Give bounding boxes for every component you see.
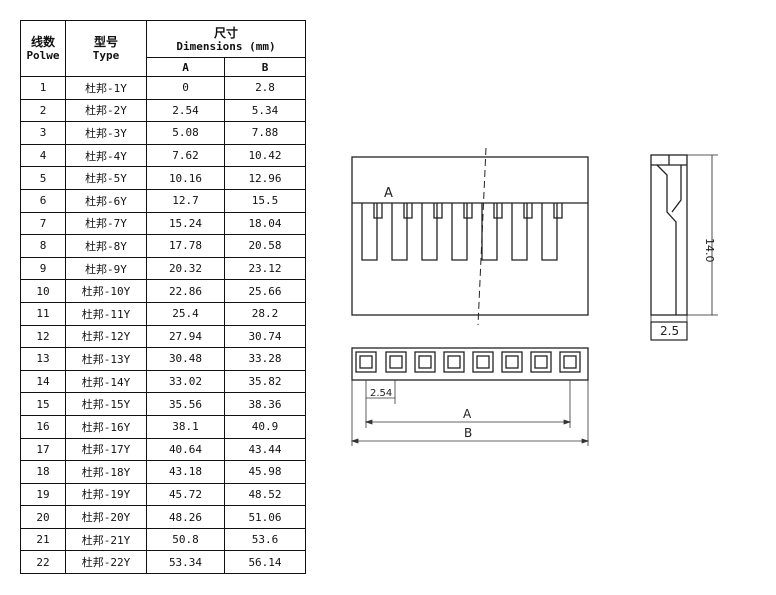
header-pin-count-en: Polwe bbox=[26, 49, 60, 62]
side-view: 14.0 2.5 bbox=[650, 154, 718, 341]
top-view-cavities bbox=[355, 351, 581, 373]
front-view: A bbox=[351, 147, 589, 326]
cell-pin-count: 11 bbox=[20, 301, 66, 326]
cell-dim-a: 45.72 bbox=[146, 482, 225, 507]
dim-b-label: B bbox=[464, 426, 472, 440]
cell-dim-a: 53.34 bbox=[146, 550, 225, 575]
cell-dim-b: 12.96 bbox=[224, 166, 306, 190]
cell-dim-b: 23.12 bbox=[224, 256, 306, 281]
cell-dim-a: 22.86 bbox=[146, 279, 225, 303]
cell-pin-count: 21 bbox=[20, 527, 66, 552]
cell-dim-b: 48.52 bbox=[224, 482, 306, 507]
header-col-a: A bbox=[146, 57, 225, 77]
cell-dim-b: 25.66 bbox=[224, 279, 306, 303]
dim-a-label: A bbox=[463, 407, 472, 421]
cell-type: 杜邦-20Y bbox=[65, 505, 147, 529]
cell-dim-a: 50.8 bbox=[146, 527, 225, 552]
cell-type: 杜邦-18Y bbox=[65, 460, 147, 484]
cell-dim-a: 48.26 bbox=[146, 505, 225, 529]
header-pin-count-cn: 线数 bbox=[30, 35, 55, 49]
cell-dim-a: 40.64 bbox=[146, 437, 225, 462]
dimension-table: 线数 Polwe 型号 Type 尺寸 Dimensions (mm) A B … bbox=[20, 20, 306, 575]
cell-dim-b: 40.9 bbox=[224, 414, 306, 439]
header-pin-count: 线数 Polwe bbox=[20, 20, 66, 77]
top-view-body bbox=[351, 347, 589, 381]
header-dimensions: 尺寸 Dimensions (mm) bbox=[146, 20, 306, 58]
cell-type: 杜邦-5Y bbox=[65, 166, 147, 190]
cell-dim-b: 35.82 bbox=[224, 369, 306, 394]
cell-pin-count: 10 bbox=[20, 279, 66, 303]
side-view-contact-profile bbox=[656, 164, 677, 315]
side-width-label: 2.5 bbox=[660, 324, 679, 338]
cell-dim-b: 33.28 bbox=[224, 347, 306, 371]
cell-type: 杜邦-22Y bbox=[65, 550, 147, 575]
front-view-contact-slots bbox=[361, 203, 563, 261]
cell-dim-b: 10.42 bbox=[224, 143, 306, 168]
front-view-body bbox=[351, 156, 589, 316]
cell-dim-b: 2.8 bbox=[224, 76, 306, 100]
cell-dim-b: 56.14 bbox=[224, 550, 306, 575]
cell-type: 杜邦-19Y bbox=[65, 482, 147, 507]
cell-type: 杜邦-17Y bbox=[65, 437, 147, 462]
top-view bbox=[351, 347, 589, 381]
cell-type: 杜邦-3Y bbox=[65, 121, 147, 145]
cell-pin-count: 22 bbox=[20, 550, 66, 575]
header-dimensions-en: Dimensions (mm) bbox=[176, 39, 276, 53]
front-view-label: A bbox=[384, 186, 393, 201]
cell-type: 杜邦-1Y bbox=[65, 76, 147, 100]
side-width-box bbox=[650, 321, 688, 341]
side-height-label: 14.0 bbox=[703, 238, 716, 263]
cell-dim-a: 27.94 bbox=[146, 324, 225, 349]
header-dimensions-cn: 尺寸 bbox=[213, 25, 238, 40]
header-type-en: Type bbox=[92, 49, 120, 62]
pitch-label: 2.54 bbox=[370, 388, 392, 399]
front-view-break-line bbox=[477, 147, 487, 326]
header-type-cn: 型号 bbox=[93, 35, 118, 49]
dimension-lines bbox=[350, 380, 590, 446]
header-type: 型号 Type bbox=[65, 20, 147, 77]
cell-type: 杜邦-15Y bbox=[65, 392, 147, 416]
header-col-b: B bbox=[224, 57, 306, 77]
cell-pin-count: 18 bbox=[20, 460, 66, 484]
cell-dim-a: 38.1 bbox=[146, 414, 225, 439]
